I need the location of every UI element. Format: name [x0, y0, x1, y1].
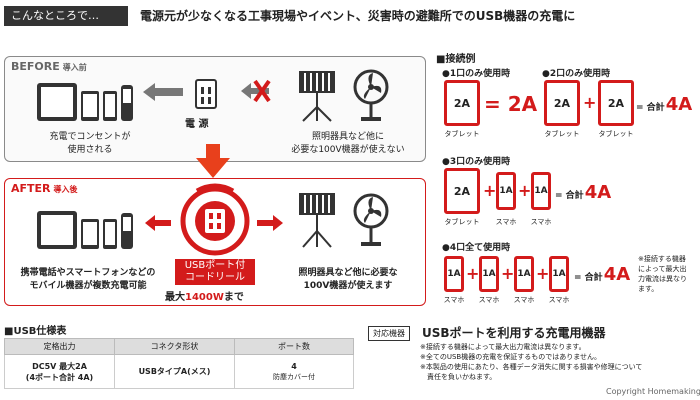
spec-output: DC5V 最大2A(4ポート合計 4A): [4, 354, 115, 389]
spec-header-output: 定格出力: [4, 338, 115, 355]
spec-connector: USBタイプA(メス): [114, 354, 235, 389]
case1-label: タブレット: [444, 130, 480, 138]
case3-total: = 合計4A: [555, 182, 612, 203]
case4-title: ●4口全て使用時: [442, 243, 511, 253]
case4-phone-label-4: スマホ: [548, 296, 570, 304]
plus-icon: +: [501, 264, 515, 283]
header-tag: こんなところで…: [4, 6, 128, 26]
case4-phone-3: 1A: [514, 256, 534, 292]
case2-tablet-2: 2A: [598, 80, 634, 126]
devices-title: USBポートを利用する充電用機器: [422, 326, 606, 340]
plus-icon: +: [583, 93, 597, 112]
case4-phone-4: 1A: [549, 256, 569, 292]
spec-header-ports: ポート数: [234, 338, 354, 355]
examples-title: ■接続例: [436, 54, 476, 65]
before-left-caption: 充電でコンセントが使用される: [49, 132, 131, 155]
devices-badge: 対応機器: [368, 326, 410, 341]
arrow-left-red-icon: [145, 215, 171, 231]
case2-label-1: タブレット: [544, 130, 580, 138]
case1-tablet: 2A: [444, 80, 480, 126]
max-power: 最大1400Wまで: [165, 292, 244, 303]
outlet-label: 電 源: [185, 119, 209, 130]
mobile-devices-icon: [37, 211, 133, 249]
mobile-devices-icon: [37, 83, 133, 121]
after-left-caption: 携帯電話やスマートフォンなどのモバイル機器が複数充電可能: [20, 268, 156, 291]
spec-table: 定格出力 コネクタ形状 ポート数 DC5V 最大2A(4ポート合計 4A) US…: [4, 338, 354, 389]
case2-total: = 合計4A: [636, 94, 693, 115]
devices-notes: ※接続する機器によって最大出力電流は異なります。※全てのUSB機器の充電を保証す…: [420, 343, 643, 381]
case3-phone-2: 1A: [531, 172, 551, 210]
case4-total: = 合計4A: [574, 264, 631, 285]
case2-label-2: タブレット: [598, 130, 634, 138]
plus-icon: +: [483, 181, 497, 200]
plus-icon: +: [466, 264, 480, 283]
no-connection-icon: [241, 79, 271, 103]
plus-icon: +: [536, 264, 550, 283]
top-bar: こんなところで… 電源元が少なくなる工事現場やイベント、災害時の避難所でのUSB…: [0, 0, 700, 30]
case3-phone-label-1: スマホ: [495, 218, 517, 226]
cord-reel-icon: [180, 183, 250, 256]
case4-phone-label-2: スマホ: [478, 296, 500, 304]
case3-phone-label-2: スマホ: [530, 218, 552, 226]
spec-title: ■USB仕様表: [4, 326, 67, 337]
arrow-right-red-icon: [257, 215, 283, 231]
case4-phone-label-3: スマホ: [513, 296, 535, 304]
examples-side-note: ※接続する機器によって最大出 力電流は異なります。: [638, 255, 687, 293]
light-and-fan-icon: [299, 193, 389, 248]
case3-tablet-label: タブレット: [444, 218, 480, 226]
arrow-down-icon: [196, 144, 230, 178]
case3-tablet: 2A: [444, 168, 480, 214]
plus-icon: +: [518, 181, 532, 200]
spec-header-connector: コネクタ形状: [114, 338, 235, 355]
copyright-watermark: Copyright Homemaking: [606, 387, 700, 396]
case4-phone-2: 1A: [479, 256, 499, 292]
arrow-left-icon: [143, 83, 183, 101]
case4-phone-1: 1A: [444, 256, 464, 292]
case4-phone-label-1: スマホ: [443, 296, 465, 304]
case3-title: ●3口のみ使用時: [442, 157, 511, 167]
case2-tablet-1: 2A: [544, 80, 580, 126]
case1-title: ●1口のみ使用時: [442, 69, 511, 79]
before-right-caption: 照明器具など他に必要な100V機器が使えない: [291, 132, 405, 155]
case2-title: ●2口のみ使用時: [542, 69, 611, 79]
case3-phone-1: 1A: [496, 172, 516, 210]
outlet-icon: [195, 79, 217, 109]
product-label: USBポート付コードリール: [175, 259, 255, 285]
case1-result: = 2A: [484, 92, 538, 116]
light-and-fan-icon: [299, 69, 389, 122]
headline: 電源元が少なくなる工事現場やイベント、災害時の避難所でのUSB機器の充電に: [140, 9, 576, 23]
